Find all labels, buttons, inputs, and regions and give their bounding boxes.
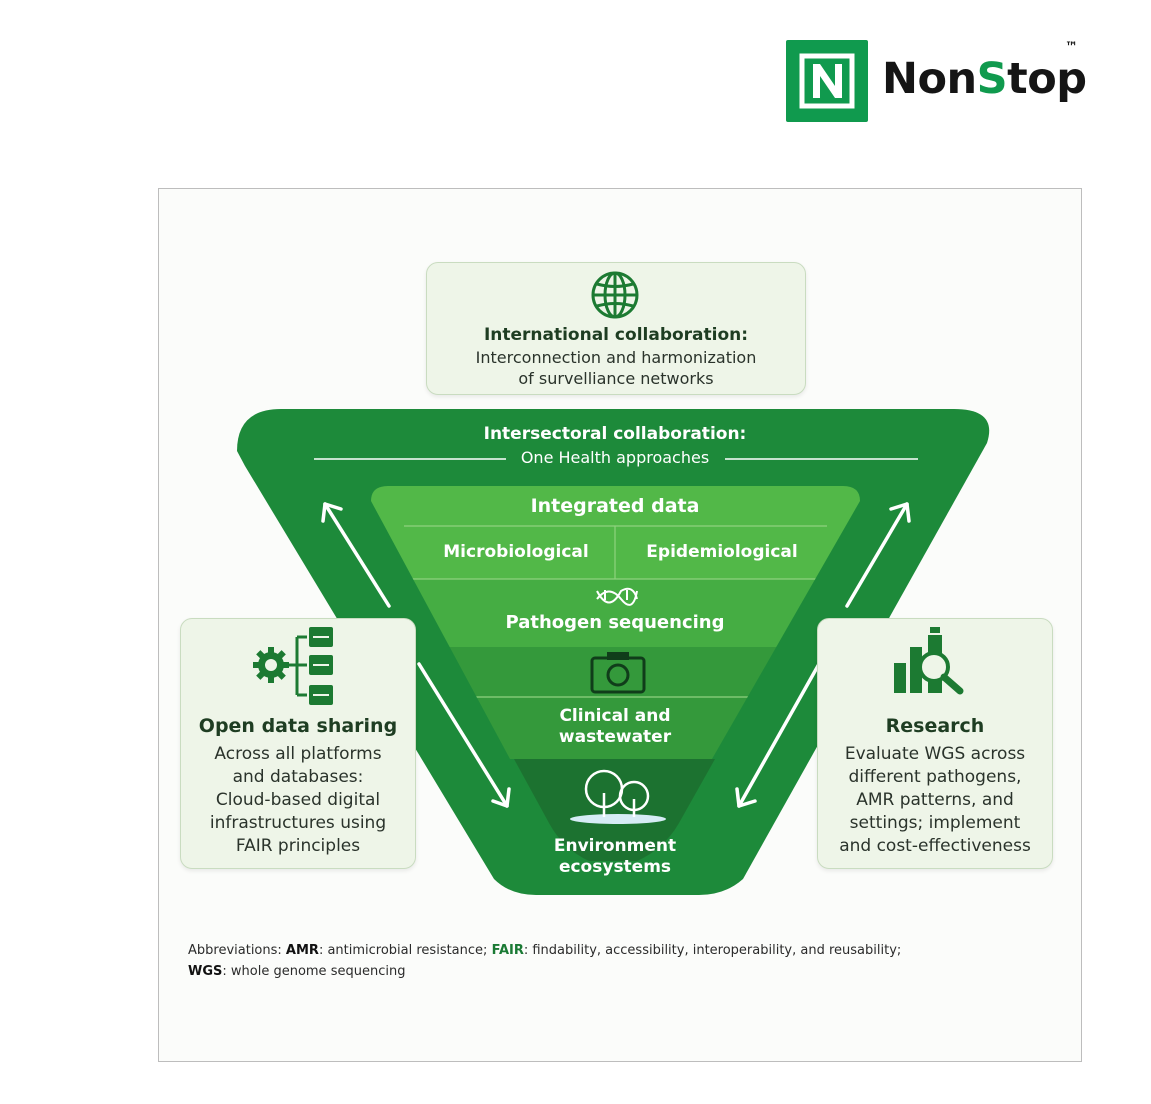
- logo-mark-icon: [786, 40, 868, 122]
- international-title: International collaboration:: [483, 325, 749, 345]
- epidemiological-label: Epidemiological: [646, 542, 798, 562]
- figure-frame: International collaboration: Interconnec…: [158, 188, 1082, 1062]
- arrow-right-down: [737, 662, 821, 808]
- intersectoral-subtitle: One Health approaches: [520, 448, 710, 467]
- integrated-data-label: Integrated data: [530, 495, 700, 517]
- microbiological-label: Microbiological: [443, 542, 589, 562]
- band-sequencing: [371, 579, 860, 647]
- research-description: Evaluate WGS across different pathogens,…: [839, 744, 1031, 856]
- gear-database-icon: [249, 625, 339, 711]
- band-integrated: [371, 486, 860, 579]
- research-title: Research: [885, 715, 985, 737]
- open-data-title: Open data sharing: [198, 715, 398, 737]
- abbreviations-note: Abbreviations: AMR: antimicrobial resist…: [188, 943, 902, 979]
- trees-icon: [570, 769, 666, 824]
- trademark-symbol: ™: [1065, 40, 1078, 55]
- arrow-left-down: [417, 662, 509, 808]
- environment-ecosystems-label: Environment ecosystems: [553, 836, 677, 877]
- arrow-right-up: [845, 502, 909, 608]
- camera-icon: [590, 652, 646, 694]
- globe-icon: [589, 269, 641, 325]
- research-card: Research Evaluate WGS across different p…: [817, 618, 1053, 869]
- funnel-diagram: [237, 409, 990, 895]
- dna-icon: [596, 587, 638, 606]
- pathogen-sequencing-label: Pathogen sequencing: [505, 612, 725, 633]
- nonstop-logo: NonStop ™: [786, 40, 1096, 124]
- logo-wordmark: NonStop: [882, 54, 1087, 104]
- international-collaboration-card: International collaboration: Interconnec…: [426, 262, 806, 395]
- intersectoral-title: Intersectoral collaboration:: [483, 424, 747, 444]
- clinical-wastewater-label: Clinical and wastewater: [558, 706, 672, 747]
- arrow-left-up: [323, 502, 391, 608]
- open-data-description: Across all platforms and databases: Clou…: [209, 744, 387, 856]
- chart-magnifier-icon: [890, 625, 980, 703]
- band-environment-shape: [514, 759, 715, 861]
- international-description: Interconnection and harmonization of sur…: [475, 348, 757, 388]
- open-data-sharing-card: Open data sharing Across all platforms a…: [180, 618, 416, 869]
